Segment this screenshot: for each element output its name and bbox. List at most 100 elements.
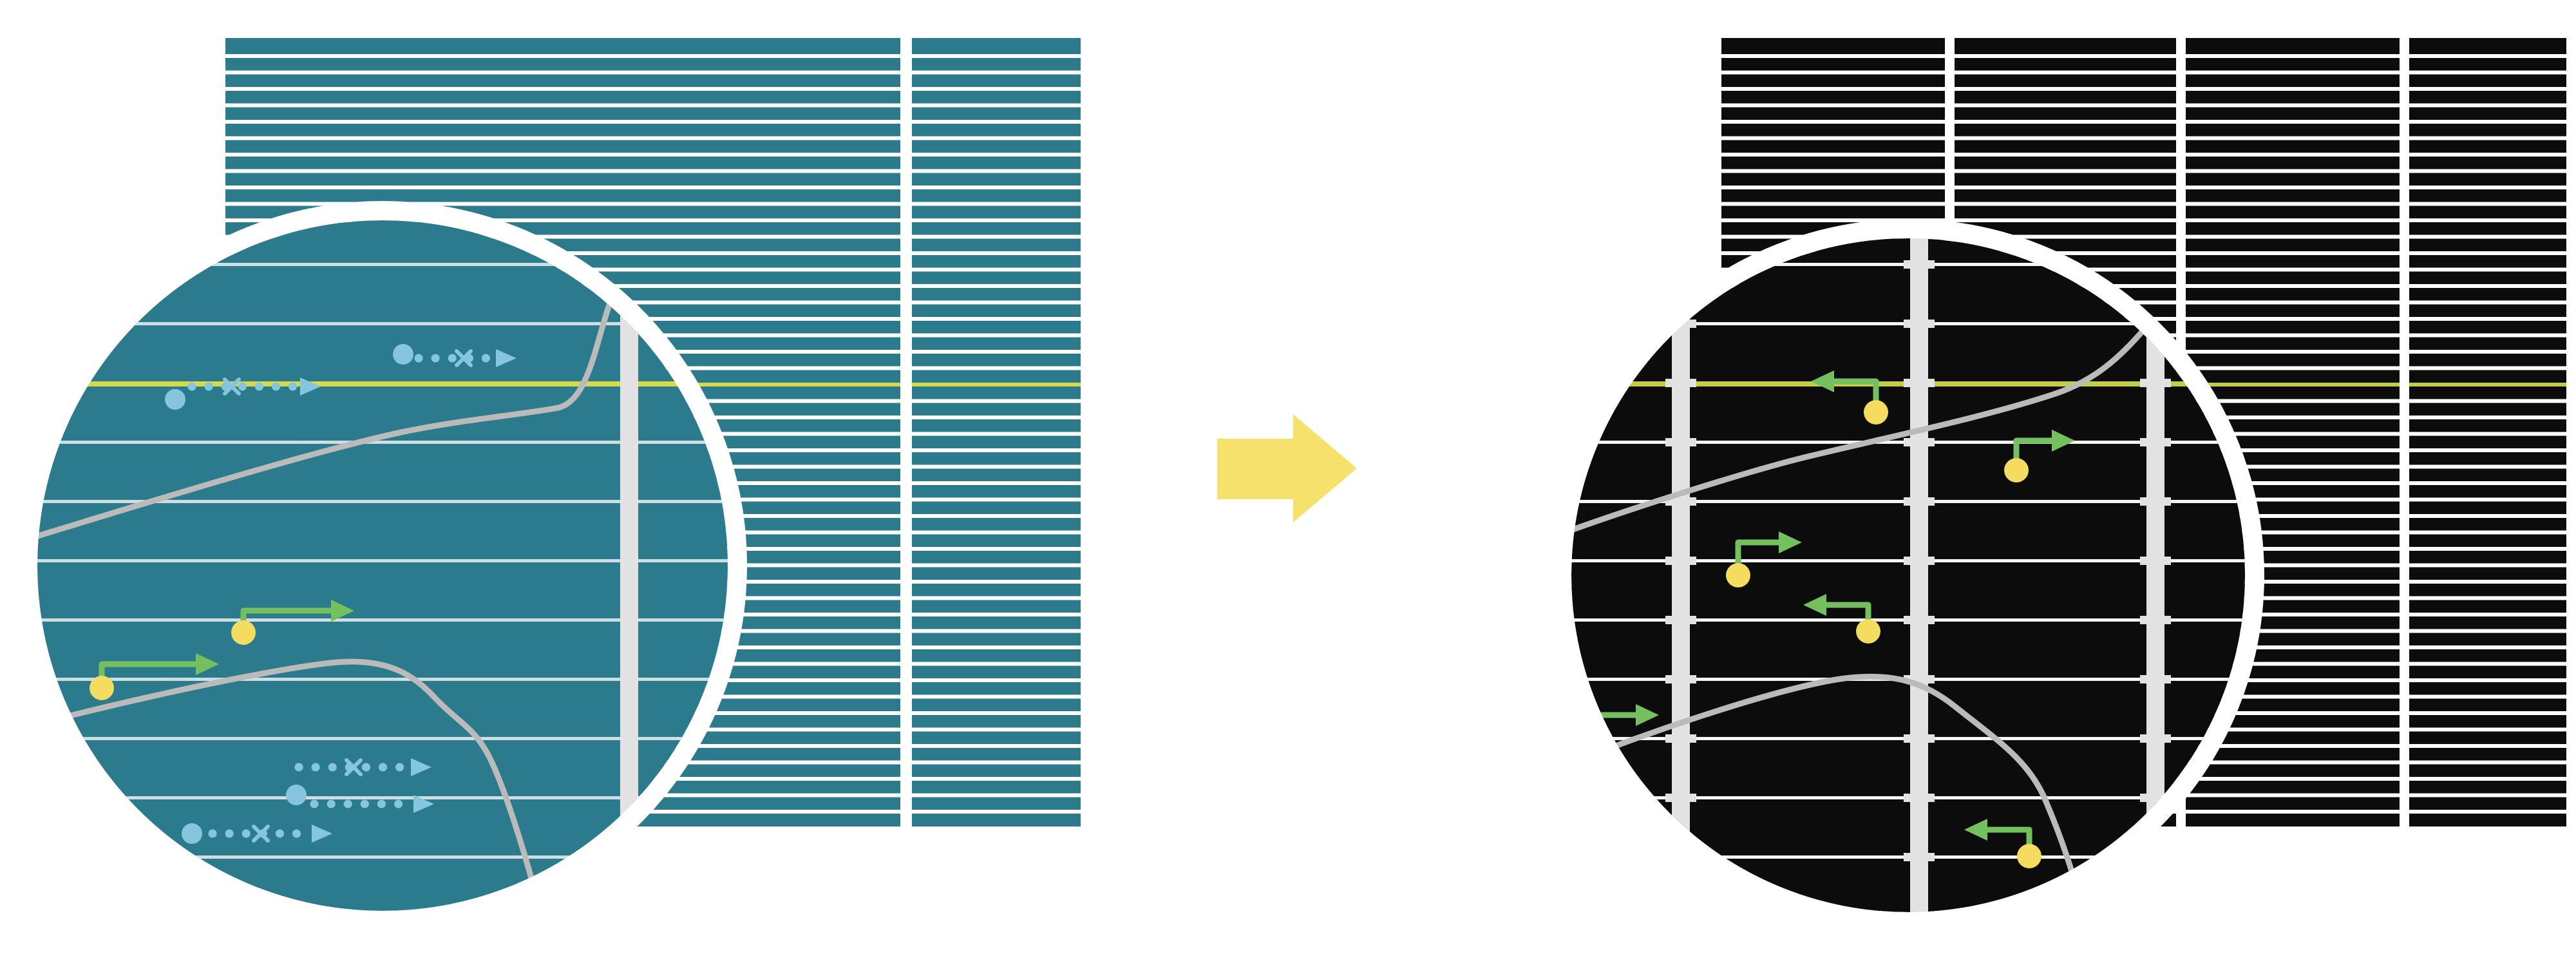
finger-line [2186, 777, 2400, 781]
finger-line [2409, 694, 2566, 699]
finger-line [2409, 399, 2566, 403]
busbar-solder-pad [1665, 616, 1696, 624]
finger-line [912, 234, 1081, 239]
grain-boundary [37, 220, 641, 546]
finger-line [2186, 136, 2400, 140]
finger-line [912, 136, 1081, 140]
busbar-solder-pad [1665, 912, 1696, 921]
short-carrier-path [1964, 819, 2041, 868]
finger-line [2409, 563, 2566, 568]
scattering-x-mark [252, 825, 270, 843]
busbar-solder-pad [1665, 260, 1696, 269]
finger-line [1721, 153, 1945, 157]
finger-line [912, 580, 1081, 584]
finger-line [2186, 70, 2400, 75]
left-solar-cell-section-2 [912, 38, 1081, 826]
finger-line [2409, 464, 2566, 469]
finger-line [912, 727, 1081, 732]
short-carrier-path [1726, 531, 1802, 587]
finger-line [2186, 218, 2400, 222]
finger-line [2409, 300, 2566, 305]
finger-line [1955, 234, 2176, 239]
finger-line [2186, 202, 2400, 206]
finger-line [2186, 662, 2400, 666]
magnified-finger-line [37, 855, 728, 859]
finger-line [912, 350, 1081, 354]
finger-line [2186, 497, 2400, 502]
finger-line [2409, 317, 2566, 321]
finger-line [1955, 103, 2176, 108]
finger-line [2409, 547, 2566, 551]
scattering-x-mark [223, 377, 241, 396]
finger-line [2186, 54, 2400, 58]
left-magnifier [18, 201, 747, 930]
short-carrier-path [1803, 594, 1880, 644]
finger-line [2186, 186, 2400, 189]
finger-line [1955, 136, 2176, 140]
finger-line [2186, 727, 2400, 732]
finger-line [1721, 54, 1945, 58]
finger-line [912, 432, 1081, 436]
finger-line [1955, 70, 2176, 75]
scattering-x-mark [455, 349, 473, 367]
finger-line [2409, 793, 2566, 797]
finger-line [2186, 678, 2400, 682]
finger-line [2186, 711, 2400, 715]
finger-line [912, 629, 1081, 633]
finger-line [2186, 580, 2400, 584]
finger-line [225, 70, 900, 75]
finger-line [225, 186, 900, 189]
finger-line [2409, 481, 2566, 485]
finger-line [912, 399, 1081, 403]
finger-line [2186, 744, 2400, 748]
finger-line [225, 218, 900, 222]
carrier-arrowhead [2052, 430, 2075, 452]
transform-arrow [1217, 414, 1357, 522]
finger-line [225, 54, 900, 58]
finger-line [2409, 596, 2566, 600]
highlighted-finger-line [2186, 383, 2400, 387]
highlighted-finger-line [912, 383, 1081, 387]
busbar-solder-pad [1904, 616, 1935, 624]
finger-line [2409, 218, 2566, 222]
finger-line [2409, 711, 2566, 715]
finger-line [912, 694, 1081, 699]
finger-line [912, 218, 1081, 222]
finger-line [1721, 136, 1945, 140]
carrier-arrowhead [312, 825, 332, 843]
busbar-solder-pad [1665, 379, 1696, 387]
carrier-start-dot [231, 620, 256, 645]
finger-line [1955, 169, 2176, 173]
finger-line [1955, 54, 2176, 58]
finger-line [2409, 333, 2566, 338]
finger-line [912, 300, 1081, 305]
right-magnifier [1552, 219, 2264, 931]
finger-line [225, 202, 900, 206]
busbar-solder-pad [2140, 438, 2171, 446]
finger-line [2409, 432, 2566, 436]
finger-line [912, 333, 1081, 338]
carrier-start-dot [1856, 619, 1880, 644]
finger-line [225, 153, 900, 157]
finger-line [2186, 251, 2400, 255]
carrier-arrowhead [331, 600, 354, 622]
magnified-finger-line [37, 322, 728, 325]
finger-line [1955, 202, 2176, 206]
carrier-start-dot [182, 823, 202, 844]
scattering-x-mark [345, 758, 363, 776]
long-carrier-path [286, 785, 434, 813]
finger-line [2186, 760, 2400, 765]
busbar-solder-pad [1665, 497, 1696, 506]
finger-line [2186, 415, 2400, 419]
finger-line [2186, 284, 2400, 288]
carrier-arrowhead [1811, 370, 1834, 392]
finger-line [912, 464, 1081, 469]
busbar-solder-pad [2140, 379, 2171, 387]
finger-line [2409, 186, 2566, 189]
grain-boundary [37, 658, 549, 911]
finger-line [2409, 267, 2566, 272]
busbar-solder-pad [2140, 853, 2171, 861]
short-carrier-path [90, 653, 219, 700]
finger-line [912, 530, 1081, 535]
finger-line [1721, 103, 1945, 108]
